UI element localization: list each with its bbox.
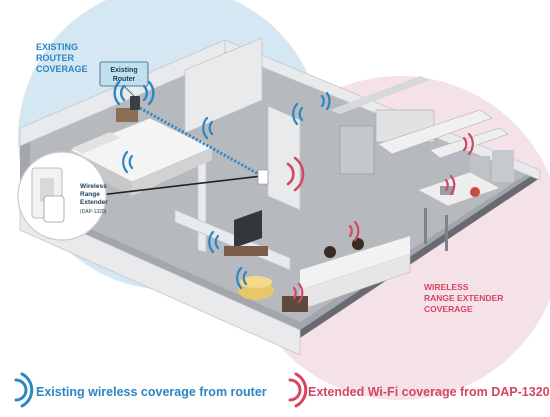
extender-coverage-line3: COVERAGE [424, 304, 473, 314]
wifi-wave-red-icon [348, 220, 360, 242]
sofa [299, 236, 411, 311]
router-coverage-line3: COVERAGE [36, 64, 88, 74]
router-coverage-label: EXISTING ROUTER COVERAGE [36, 42, 88, 74]
extender-callout-line1: Wireless [80, 183, 107, 190]
wifi-wave-blue-icon [14, 372, 34, 408]
extender-coverage-line2: RANGE EXTENDER [424, 293, 503, 303]
router-tag-label-line2: Router [113, 76, 136, 83]
wifi-wave-red-icon [462, 132, 474, 156]
wifi-wave-red-icon [286, 156, 305, 192]
legend: Existing wireless coverage from router E… [14, 372, 550, 408]
extender-callout: Wireless Range Extender (DAP-1320) [17, 151, 263, 241]
router-tag-label-line1: Existing [110, 67, 137, 74]
router-device [130, 96, 140, 110]
wifi-wave-blue-icon [208, 230, 220, 254]
extender-callout-line4: (DAP-1320) [80, 209, 107, 215]
kitchen [330, 76, 514, 184]
extender-coverage-label: WIRELESS RANGE EXTENDER COVERAGE [424, 282, 503, 314]
wifi-wave-red-icon [288, 372, 308, 408]
router-tag: Existing Router [99, 61, 149, 99]
wifi-wave-red-icon [444, 174, 456, 196]
legend-extender-text: Extended Wi-Fi coverage from DAP-1320 [308, 385, 550, 399]
extender-coverage-line1: WIRELESS [424, 282, 469, 292]
wifi-wave-blue-icon [292, 102, 304, 126]
signal-link [139, 106, 263, 178]
nightstand [116, 108, 138, 122]
lounge-chair [238, 276, 274, 300]
tv [224, 210, 268, 256]
wifi-wave-blue-icon [122, 150, 134, 174]
wifi-wave-red-icon [292, 282, 304, 304]
wifi-wave-blue-icon [320, 91, 331, 111]
extender-callout-line3: Extender [80, 199, 108, 206]
router-coverage-line2: ROUTER [36, 53, 75, 63]
wifi-wave-blue-icon [202, 116, 214, 140]
wifi-wave-blue-icon [236, 266, 248, 290]
extender-device [257, 169, 269, 185]
wall-plug-extender-icon [43, 195, 65, 223]
wifi-wave-blue-icon [113, 80, 155, 106]
extender-callout-line2: Range [80, 191, 100, 198]
legend-router-text: Existing wireless coverage from router [36, 385, 267, 399]
router-coverage-line1: EXISTING [36, 42, 78, 52]
